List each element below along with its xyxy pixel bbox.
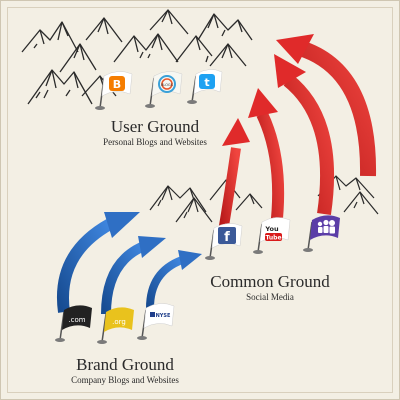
user-ground-label: User Ground Personal Blogs and Websites (70, 117, 240, 148)
blue-arrow-3 (146, 250, 202, 309)
nyse-icon (150, 312, 155, 317)
twitter-flag: t (187, 69, 223, 104)
mountains-common (149, 175, 379, 223)
twitter-icon (199, 74, 215, 89)
inner-frame (7, 7, 393, 393)
blogger-icon (109, 76, 125, 91)
dotorg-icon (104, 307, 134, 332)
blue-arrows (57, 212, 202, 315)
red-arrow-2 (248, 88, 285, 229)
red-arrow-4 (276, 34, 377, 177)
common-ground-title: Common Ground (210, 272, 330, 291)
dotcom-icon (62, 305, 92, 330)
youtube-text-bottom: Tube (265, 235, 281, 242)
red-arrow-3 (274, 54, 335, 216)
flags-user: B BLOGS t (95, 69, 223, 110)
facebook-flag: f (205, 223, 243, 260)
youtube-icon (265, 233, 282, 241)
user-ground-title: User Ground (110, 117, 200, 136)
nyse-flag: NYSE (137, 303, 175, 340)
nyse-text: NYSE (156, 313, 171, 319)
flags-brand: .com .org NYSE (55, 303, 175, 344)
youtube-flag: You Tube (253, 217, 291, 254)
red-arrows (217, 34, 377, 239)
dotorg-text: .org (112, 318, 126, 326)
common-ground-label: Common Ground Social Media (190, 272, 350, 303)
blogs-badge-text: BLOGS (161, 83, 174, 87)
mountains-user (21, 9, 253, 105)
blogger-glyph: B (113, 78, 121, 91)
brand-ground-label: Brand Ground Company Blogs and Websites (40, 355, 210, 386)
facebook-icon (218, 227, 236, 244)
myspace-flag (303, 215, 340, 252)
blogger-flag: B (95, 71, 133, 110)
dotcom-flag: .com (55, 305, 92, 342)
twitter-glyph: t (204, 76, 209, 89)
dotcom-text: .com (68, 316, 85, 324)
blogs-badge-flag: BLOGS (145, 71, 183, 108)
flags-common: f You Tube (205, 215, 340, 260)
youtube-text-top: You (264, 225, 279, 233)
brand-ground-subtitle: Company Blogs and Websites (71, 375, 179, 385)
blue-arrow-2 (101, 236, 166, 315)
brand-ground-title: Brand Ground (76, 355, 174, 374)
user-ground-subtitle: Personal Blogs and Websites (103, 137, 207, 147)
myspace-icon (317, 219, 335, 234)
blue-arrow-1 (57, 212, 140, 313)
common-ground-subtitle: Social Media (246, 292, 294, 302)
dotorg-flag: .org (97, 307, 134, 344)
facebook-glyph: f (224, 230, 230, 245)
